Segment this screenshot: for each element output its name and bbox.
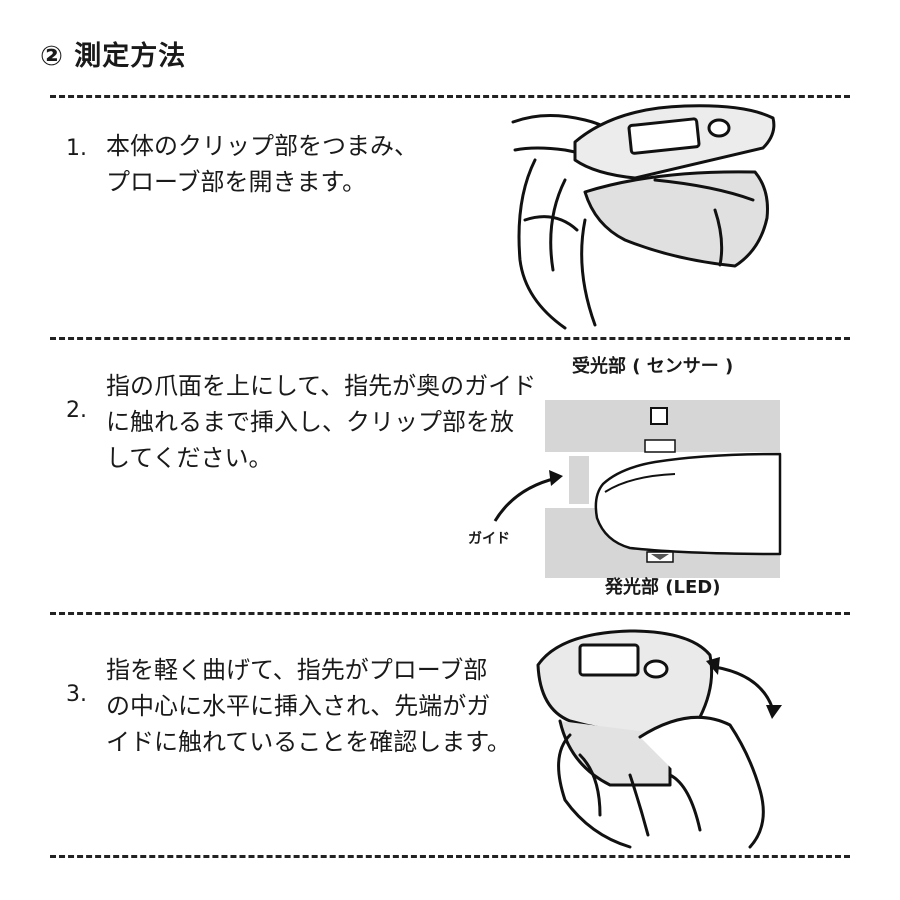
step-3-number: 3. xyxy=(66,682,87,707)
led-label: 発光部 (LED) xyxy=(605,577,721,598)
divider-bottom xyxy=(50,855,850,858)
guide-label: ガイド xyxy=(468,531,510,547)
step-1-line-1: 本体のクリップ部をつまみ、 xyxy=(106,132,418,160)
finger-inserted-illustration xyxy=(536,629,782,849)
step-2-line-3: してください。 xyxy=(106,444,273,472)
step-2-line-2: に触れるまで挿入し、クリップ部を放 xyxy=(106,408,514,436)
step-2-text: 指の爪面を上にして、指先が奥のガイド に触れるまで挿入し、クリップ部を放 してく… xyxy=(106,368,536,476)
step-2-line-1: 指の爪面を上にして、指先が奥のガイド xyxy=(106,372,537,400)
clip-open-illustration xyxy=(511,104,776,330)
step-3-line-3: イドに触れていることを確認します。 xyxy=(106,728,511,756)
divider-top xyxy=(50,95,850,98)
step-1-line-2: プローブ部を開きます。 xyxy=(106,168,367,196)
step-3-text: 指を軽く曲げて、指先がプローブ部 の中心に水平に挿入され、先端がガ イドに触れて… xyxy=(106,652,511,760)
step-3-line-2: の中心に水平に挿入され、先端がガ xyxy=(106,692,491,720)
section-title: ② 測定方法 xyxy=(40,41,187,72)
step-1-text: 本体のクリップ部をつまみ、 プローブ部を開きます。 xyxy=(106,128,418,200)
step-2-number: 2. xyxy=(66,398,87,423)
step-1-number: 1. xyxy=(66,136,87,161)
step-3-line-1: 指を軽く曲げて、指先がプローブ部 xyxy=(106,656,488,684)
divider-2 xyxy=(50,612,850,615)
divider-1 xyxy=(50,337,850,340)
sensor-label: 受光部 ( センサー ) xyxy=(572,356,734,377)
finger-insertion-diagram xyxy=(493,400,782,578)
